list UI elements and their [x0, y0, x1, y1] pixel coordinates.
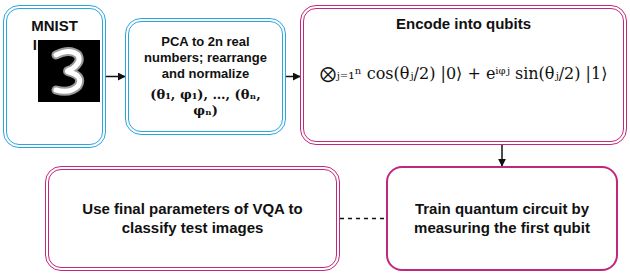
arrow-connector: [501, 145, 503, 166]
box-label: Use final parameters of VQA to classify …: [71, 200, 314, 238]
output-box: Use final parameters of VQA to classify …: [45, 166, 340, 271]
box-label: PCA to 2n real numbers; rearrange and no…: [137, 34, 274, 83]
process-box: Train quantum circuit by measuring the f…: [386, 166, 618, 271]
dashed-connector: [340, 218, 386, 220]
arrow-connector: [286, 76, 300, 78]
process-box: PCA to 2n real numbers; rearrange and no…: [125, 18, 286, 135]
mnist-digit-image: [38, 40, 100, 102]
arrow-connector: [106, 76, 125, 78]
process-box: Encode into qubits ⨂ⱼ₌₁ⁿ cos(θⱼ/2) |0⟩ + …: [300, 5, 627, 145]
box-label: Train quantum circuit by measuring the f…: [400, 200, 604, 238]
box-formula: ⨂ⱼ₌₁ⁿ cos(θⱼ/2) |0⟩ + eⁱᵠʲ sin(θⱼ/2) |1⟩: [320, 64, 608, 84]
box-formula: (θ₁, φ₁), …, (θₙ, φₙ): [137, 87, 274, 120]
box-label: Encode into qubits: [396, 15, 531, 34]
